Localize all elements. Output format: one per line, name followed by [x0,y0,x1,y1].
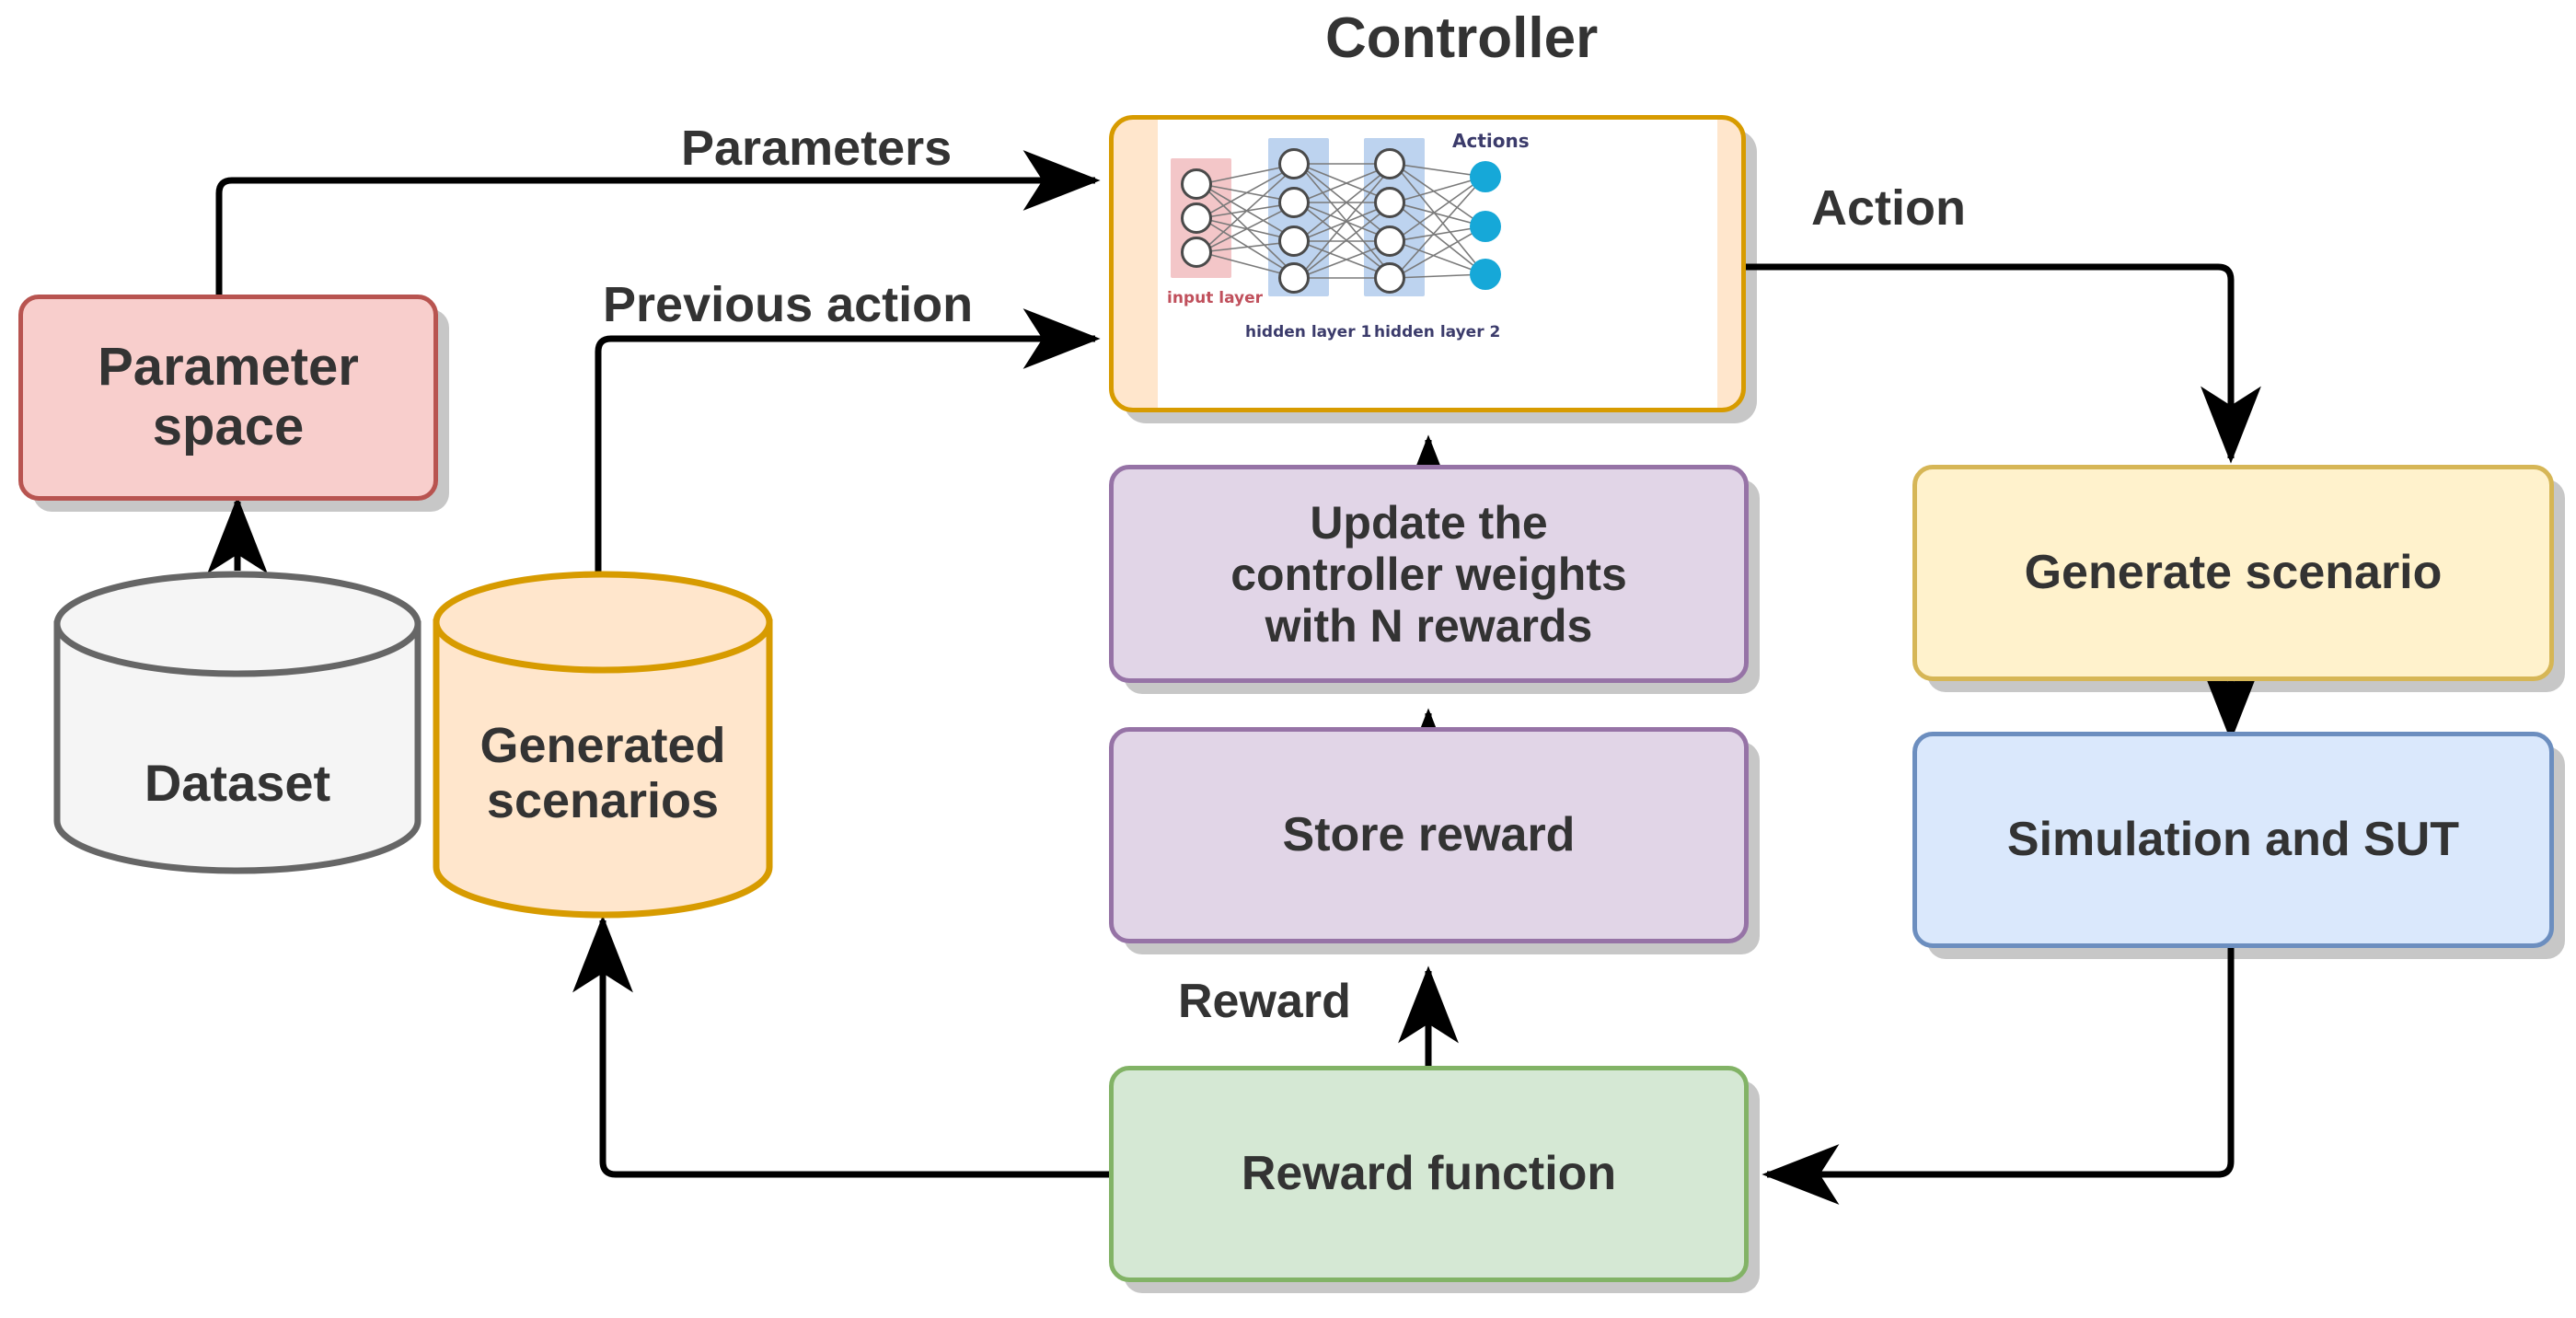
action-output-node [1470,211,1501,242]
edge-label-previous-action: Previous action [603,277,974,332]
controller-neural-network-image: Actions input layer hidden layer 1 hidde… [1158,120,1717,408]
node-store-reward[interactable]: Store reward [1109,727,1749,943]
node-update-controller-weights-label: Update the controller weights with N rew… [1230,496,1627,652]
node-store-reward-label: Store reward [1282,808,1576,862]
hidden1-node [1278,262,1310,294]
hidden1-node [1278,148,1310,179]
edge-label-action: Action [1811,180,1966,236]
input-layer-caption: input layer [1167,289,1264,307]
node-generated-scenarios[interactable]: Generated scenarios [433,571,773,920]
neural-network-connections [1200,163,1485,279]
edge-label-reward: Reward [1178,975,1351,1028]
actions-caption: Actions [1452,130,1530,152]
generated-scenarios-cylinder-shape [433,571,773,919]
node-parameter-space-label: Parameter space [98,337,359,457]
hidden2-node [1374,262,1405,294]
node-parameter-space[interactable]: Parameter space [18,295,438,501]
node-update-controller-weights[interactable]: Update the controller weights with N rew… [1109,465,1749,683]
edge-parameters [215,150,1101,304]
node-controller[interactable]: Actions input layer hidden layer 1 hidde… [1109,115,1746,412]
edge-simulation-to-reward-function [1762,948,2235,1205]
hidden1-node [1278,187,1310,218]
node-reward-function-label: Reward function [1241,1147,1617,1201]
node-simulation-and-sut-label: Simulation and SUT [2006,813,2460,867]
hidden-layer-1-caption: hidden layer 1 [1245,323,1372,341]
edge-reward-function-to-generated-scenarios [572,915,1109,1178]
edge-action [1745,263,2261,464]
action-output-node [1470,161,1501,192]
input-node [1181,237,1212,268]
dataset-cylinder-shape [53,571,422,874]
edge-label-parameters: Parameters [681,121,953,176]
input-node [1181,202,1212,234]
hidden-layer-2-caption: hidden layer 2 [1374,323,1501,341]
node-dataset[interactable]: Dataset [53,571,422,874]
node-generate-scenario-label: Generate scenario [2024,546,2443,600]
page-title: Controller [1325,6,1599,70]
input-node [1181,168,1212,200]
hidden1-node [1278,225,1310,257]
edge-previous-action [595,308,1101,575]
node-generate-scenario[interactable]: Generate scenario [1912,465,2554,681]
node-generated-scenarios-label: Generated scenarios [479,718,726,829]
node-dataset-label: Dataset [144,754,331,812]
hidden2-node [1374,187,1405,218]
node-simulation-and-sut[interactable]: Simulation and SUT [1912,732,2554,948]
node-reward-function[interactable]: Reward function [1109,1066,1749,1282]
action-output-node [1470,259,1501,290]
hidden2-node [1374,225,1405,257]
hidden2-node [1374,148,1405,179]
